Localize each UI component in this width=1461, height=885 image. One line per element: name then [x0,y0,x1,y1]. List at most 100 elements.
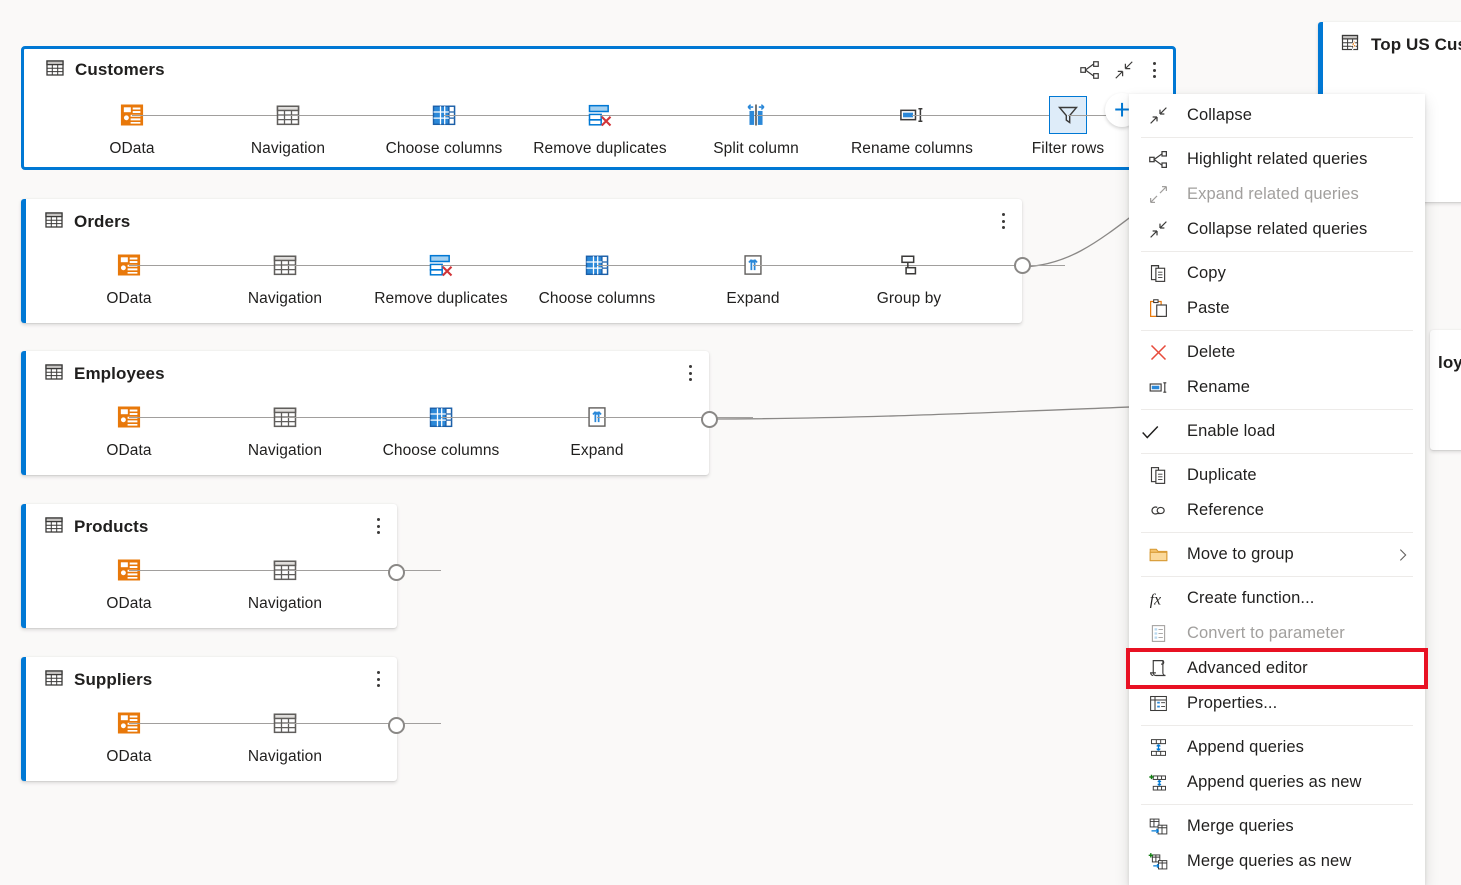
function-icon: fx [1129,588,1187,610]
query-card-suppliers[interactable]: Suppliers OData [21,657,441,781]
more-options-icon[interactable] [1143,57,1165,83]
step-label: Choose columns [382,442,500,459]
menu-item-label: Advanced editor [1187,659,1308,677]
menu-item-collapse-related-queries[interactable]: Collapse related queries [1129,212,1425,247]
step-expand[interactable]: Expand [519,395,753,460]
table-icon [44,57,66,84]
step-odata[interactable]: OData [51,243,285,308]
menu-item-rename[interactable]: Rename [1129,370,1425,405]
steps-strip: OData Navigation [54,93,1224,158]
query-card-employees[interactable]: Employees OData [21,351,753,475]
step-connector [288,115,444,116]
step-expand[interactable]: Expand [675,243,909,308]
chevron-right-icon [1395,547,1411,563]
copy-icon [1129,263,1187,284]
menu-item-label: Properties... [1187,694,1278,712]
menu-item-label: Collapse [1187,106,1253,124]
menu-item-move-to-group[interactable]: Move to group [1129,537,1425,572]
step-connector [909,265,1065,266]
card-title: Customers [75,60,165,79]
menu-item-merge-queries[interactable]: Merge queries [1129,809,1425,844]
step-odata[interactable]: OData [51,701,285,766]
menu-item-reference[interactable]: Reference [1129,493,1425,528]
menu-item-collapse[interactable]: Collapse [1129,98,1425,133]
step-label: Navigation [250,140,326,157]
step-remove-duplicates[interactable]: Remove duplicates [522,93,756,158]
card-title: Top US Cust [1371,35,1461,54]
menu-item-paste[interactable]: Paste [1129,291,1425,326]
highlight-related-icon[interactable] [1075,55,1105,85]
menu-item-copy[interactable]: Copy [1129,256,1425,291]
menu-item-label: Expand related queries [1187,185,1359,203]
step-navigation[interactable]: Navigation [207,701,441,766]
step-connector [441,417,597,418]
step-odata[interactable]: OData [51,548,285,613]
menu-item-delete[interactable]: Delete [1129,335,1425,370]
query-card-customers[interactable]: Customers [21,46,1224,170]
step-label: Group by [876,290,942,307]
steps-strip: OData Navigation [51,548,441,613]
query-output-endpoint[interactable] [388,717,405,734]
more-options-icon[interactable] [367,666,389,692]
collapse-icon[interactable] [1109,55,1139,85]
menu-item-enable-load[interactable]: Enable load [1129,414,1425,449]
step-navigation[interactable]: Navigation [207,548,441,613]
menu-item-append-queries-as-new[interactable]: Append queries as new [1129,765,1425,800]
checkmark-icon [1129,421,1171,443]
advanced-editor-icon [1129,658,1187,679]
card-title: Orders [74,212,131,231]
card-accent-bar [21,351,26,475]
step-navigation[interactable]: Navigation [210,93,444,158]
step-label: OData [106,748,152,765]
menu-separator [1141,532,1413,533]
step-label: Navigation [247,290,323,307]
menu-item-duplicate[interactable]: Duplicate [1129,458,1425,493]
menu-item-label: Paste [1187,299,1230,317]
query-output-endpoint[interactable] [701,411,718,428]
step-connector [285,417,441,418]
step-group-by[interactable]: Group by [831,243,1065,308]
step-choose-columns[interactable]: Choose columns [363,395,597,460]
menu-item-append-queries[interactable]: Append queries [1129,730,1425,765]
step-navigation[interactable]: Navigation [207,395,441,460]
step-rename-columns[interactable]: Rename columns [834,93,1068,158]
step-label: OData [106,595,152,612]
card-header: Customers [44,57,1163,83]
step-choose-columns[interactable]: Choose columns [519,243,753,308]
step-connector [753,265,909,266]
query-context-menu[interactable]: Collapse Highlight related queries Expan… [1126,94,1428,885]
menu-item-advanced-editor[interactable]: Advanced editor [1126,648,1428,689]
parameter-icon [1129,623,1187,644]
card-title: Products [74,517,149,536]
merge-queries-icon [1129,816,1187,837]
step-odata[interactable]: OData [51,395,285,460]
query-output-endpoint[interactable] [1014,257,1031,274]
menu-separator [1141,576,1413,577]
menu-item-expand-related-queries: Expand related queries [1129,177,1425,212]
query-card-orders[interactable]: Orders OData [21,199,1065,323]
step-navigation[interactable]: Navigation [207,243,441,308]
menu-separator [1141,251,1413,252]
append-queries-icon [1129,737,1187,758]
menu-item-label: Copy [1187,264,1226,282]
more-options-icon[interactable] [679,360,701,386]
menu-item-merge-queries-as-new[interactable]: Merge queries as new [1129,844,1425,879]
menu-item-highlight-related-queries[interactable]: Highlight related queries [1129,142,1425,177]
step-label: Expand [570,442,624,459]
query-output-endpoint[interactable] [388,564,405,581]
query-card-products[interactable]: Products OData [21,504,441,628]
step-split-column[interactable]: Split column [678,93,912,158]
table-icon [43,514,65,541]
menu-item-create-function[interactable]: fx Create function... [1129,581,1425,616]
step-remove-duplicates[interactable]: Remove duplicates [363,243,597,308]
more-options-icon[interactable] [367,513,389,539]
query-card-right-partial[interactable]: loye [1430,330,1461,450]
step-odata[interactable]: OData [54,93,288,158]
step-label: Rename columns [850,140,973,157]
card-title: loye [1438,353,1461,372]
menu-item-properties[interactable]: Properties... [1129,686,1425,721]
step-choose-columns[interactable]: Choose columns [366,93,600,158]
more-options-icon[interactable] [992,208,1014,234]
expand-related-icon [1129,184,1187,205]
